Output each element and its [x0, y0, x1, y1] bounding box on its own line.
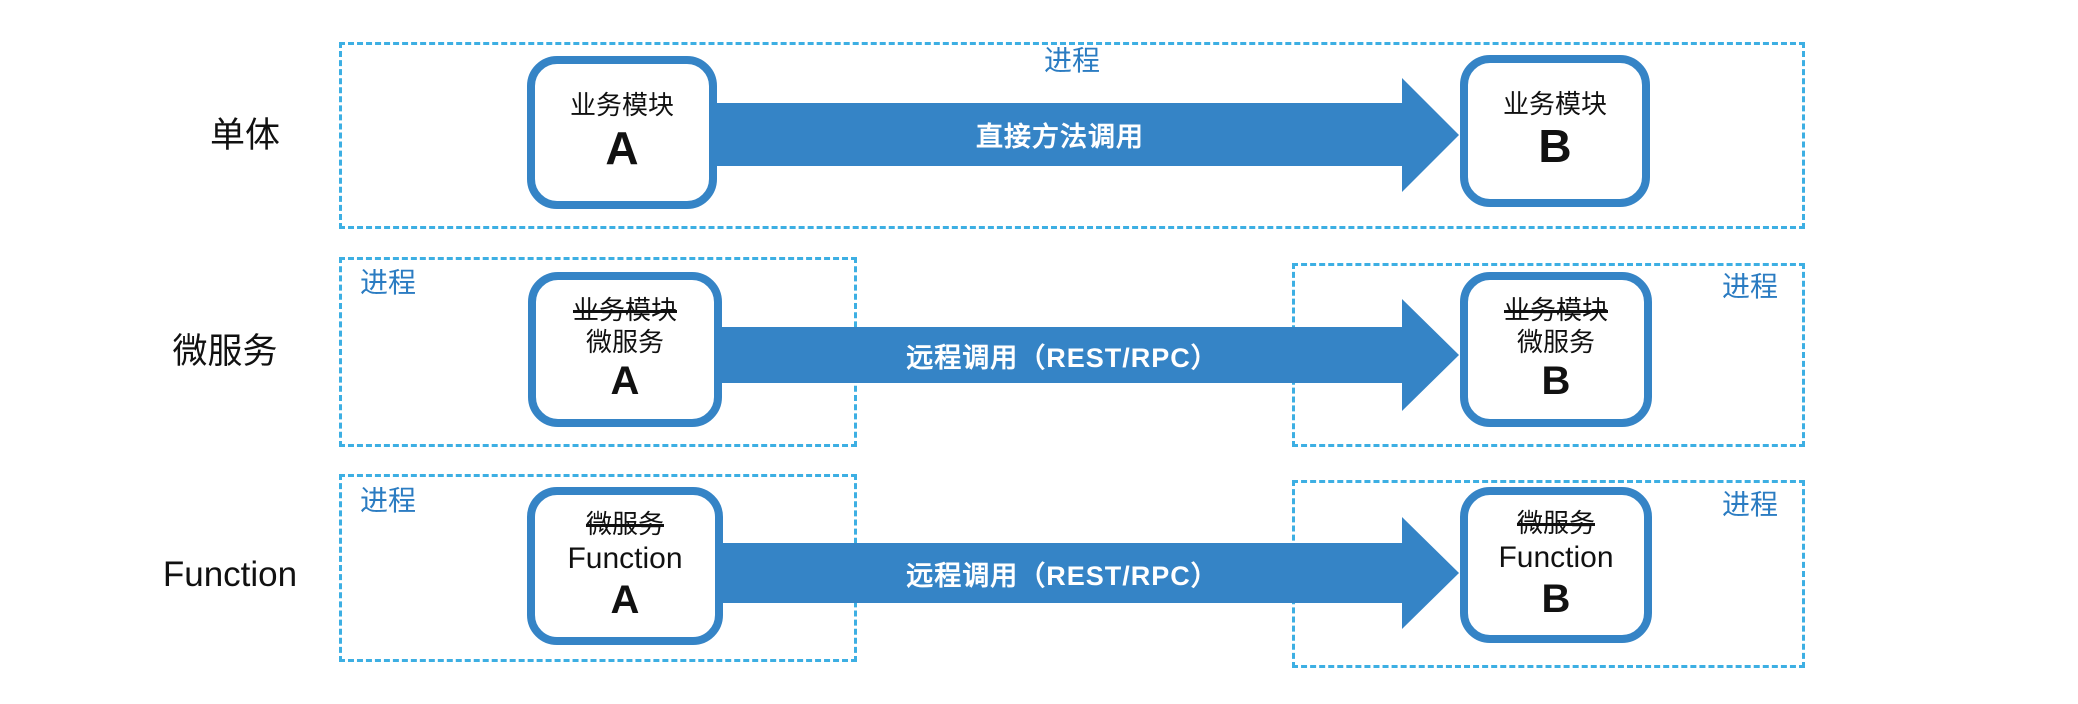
- row-label-monolith: 单体: [209, 116, 280, 155]
- node-business-module-b-title: 业务模块: [1502, 88, 1607, 119]
- arrow-remote-call-microservice-label: 远程调用（REST/RPC）: [906, 342, 1219, 373]
- process-label-function-a: 进程: [360, 485, 417, 516]
- node-microservice-b: 业务模块 微服务 B: [1460, 272, 1652, 427]
- process-label-monolith: 进程: [1043, 45, 1100, 76]
- arrow-remote-call-microservice: 远程调用（REST/RPC）: [722, 327, 1403, 383]
- node-microservice-a-letter: A: [610, 359, 640, 404]
- node-microservice-a-old-title: 业务模块: [572, 294, 677, 325]
- node-microservice-b-title: 微服务: [1516, 326, 1595, 357]
- node-microservice-a-title: 微服务: [585, 326, 664, 357]
- arrow-remote-call-function-label: 远程调用（REST/RPC）: [906, 560, 1219, 591]
- node-business-module-b-letter: B: [1538, 120, 1572, 173]
- node-function-a-old-title: 微服务: [585, 509, 664, 540]
- node-function-b-title: Function: [1498, 540, 1614, 574]
- arrow-remote-call-microservice-head-icon: [1402, 299, 1459, 411]
- node-business-module-b: 业务模块 B: [1460, 55, 1650, 207]
- node-function-b-old-title: 微服务: [1516, 508, 1595, 539]
- process-label-function-b: 进程: [1722, 489, 1779, 520]
- row-label-microservice: 微服务: [172, 332, 278, 371]
- node-microservice-b-old-title: 业务模块: [1503, 294, 1608, 325]
- node-microservice-b-letter: B: [1541, 359, 1571, 404]
- row-label-function: Function: [162, 555, 298, 594]
- arrow-direct-call-label: 直接方法调用: [976, 122, 1144, 152]
- node-function-a: 微服务 Function A: [527, 487, 723, 645]
- arrow-remote-call-function: 远程调用（REST/RPC）: [723, 543, 1402, 603]
- node-business-module-a-letter: A: [605, 121, 639, 174]
- arrow-direct-call-head-icon: [1402, 78, 1459, 192]
- process-boundary-monolith: [339, 42, 1805, 229]
- node-business-module-a: 业务模块 A: [527, 56, 717, 209]
- node-function-b: 微服务 Function B: [1460, 487, 1652, 643]
- node-function-a-letter: A: [610, 577, 640, 622]
- arrow-remote-call-function-head-icon: [1402, 517, 1459, 629]
- node-function-a-title: Function: [567, 541, 683, 575]
- process-label-microservice-b: 进程: [1722, 271, 1779, 302]
- node-microservice-a: 业务模块 微服务 A: [528, 272, 722, 427]
- node-function-b-letter: B: [1541, 576, 1571, 621]
- process-label-microservice-a: 进程: [360, 267, 417, 298]
- arrow-direct-call: 直接方法调用: [717, 103, 1403, 166]
- node-business-module-a-title: 业务模块: [569, 90, 674, 121]
